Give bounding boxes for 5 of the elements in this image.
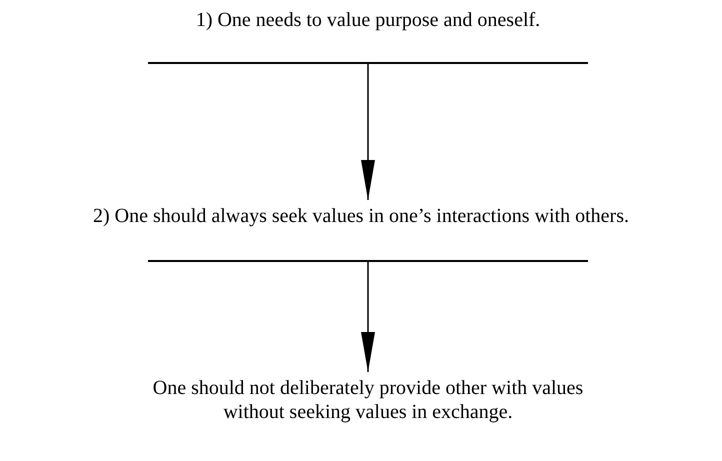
- statement-text: One should not deliberately provide other with values without seeking values in exchange.: [152, 376, 584, 424]
- arrow: [361, 262, 375, 372]
- statement-text: 1) One needs to value purpose and oneself.: [194, 8, 542, 32]
- arrow: [361, 64, 375, 200]
- statement-text: 2) One should always seek values in one’s interactions with others.: [92, 204, 630, 228]
